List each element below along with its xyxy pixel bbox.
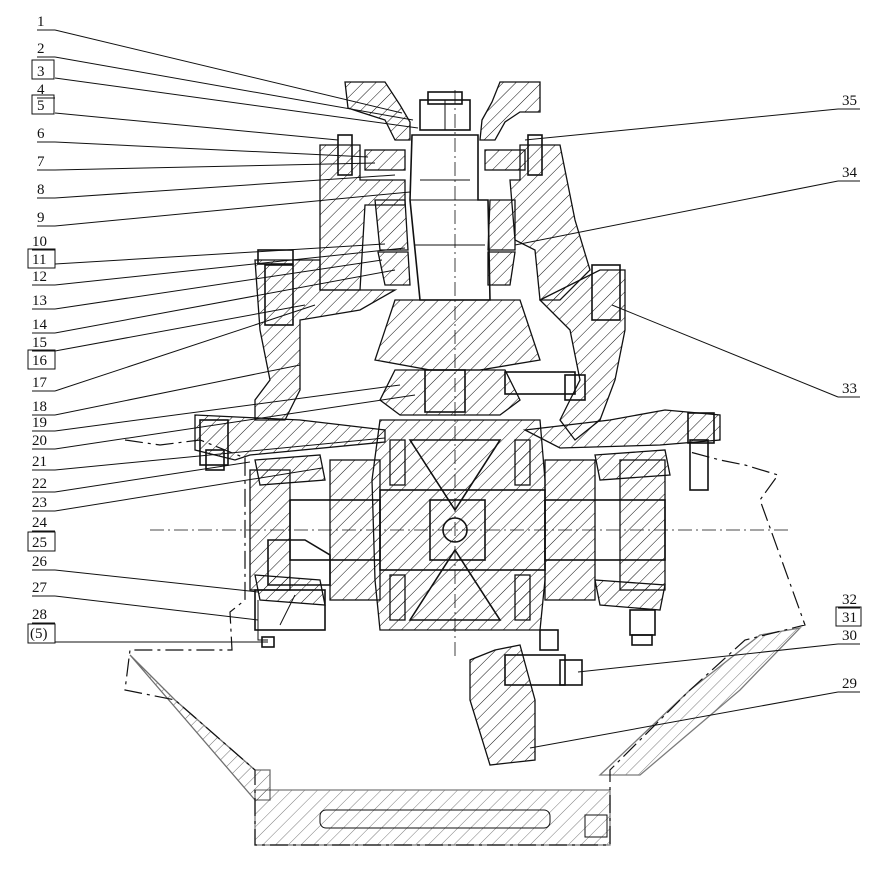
callout-4: 4 — [37, 82, 45, 98]
callout-25: 25 — [32, 535, 47, 551]
callout-5-ref: (5) — [30, 626, 48, 642]
callout-26: 26 — [32, 554, 48, 570]
callout-8: 8 — [37, 182, 45, 198]
callouts-right: 35 34 33 32 31 30 29 — [514, 93, 862, 749]
callouts-left: 1 2 3 4 5 6 7 8 9 10 11 12 13 14 15 — [27, 14, 419, 644]
axle-shafts — [249, 449, 671, 611]
adjusting-nut-lock — [254, 589, 656, 648]
callout-3: 3 — [37, 64, 45, 80]
callout-29: 29 — [842, 676, 857, 692]
callout-14: 14 — [32, 317, 48, 333]
callout-28: 28 — [32, 607, 47, 623]
callout-5: 5 — [37, 98, 45, 114]
differential-case — [371, 419, 546, 631]
callout-35: 35 — [842, 93, 857, 109]
callout-16: 16 — [32, 353, 48, 369]
callout-10: 10 — [32, 234, 47, 250]
callout-24: 24 — [32, 515, 48, 531]
callout-21: 21 — [32, 454, 47, 470]
callout-31: 31 — [842, 610, 857, 626]
callout-12: 12 — [32, 269, 47, 285]
callout-34: 34 — [842, 165, 858, 181]
callout-11: 11 — [32, 252, 46, 268]
callout-13: 13 — [32, 293, 47, 309]
pinion-carrier-housing — [319, 134, 591, 301]
callout-15: 15 — [32, 335, 47, 351]
callout-6: 6 — [37, 126, 45, 142]
callout-30: 30 — [842, 628, 857, 644]
callout-27: 27 — [32, 580, 48, 596]
callout-2: 2 — [37, 41, 45, 57]
bevel-pinion-gear — [379, 369, 586, 416]
differential-carrier — [194, 249, 721, 491]
callout-7: 7 — [37, 154, 45, 170]
ring-gear — [469, 629, 583, 766]
callout-17: 17 — [32, 375, 48, 391]
callout-18: 18 — [32, 399, 47, 415]
callout-20: 20 — [32, 433, 47, 449]
callout-1: 1 — [37, 14, 45, 30]
input-flange — [344, 81, 541, 141]
callout-23: 23 — [32, 495, 47, 511]
callout-33: 33 — [842, 381, 857, 397]
callout-19: 19 — [32, 415, 47, 431]
callout-9: 9 — [37, 210, 45, 226]
callout-22: 22 — [32, 476, 47, 492]
callout-32: 32 — [842, 592, 857, 608]
axle-housing-phantom — [124, 439, 806, 846]
